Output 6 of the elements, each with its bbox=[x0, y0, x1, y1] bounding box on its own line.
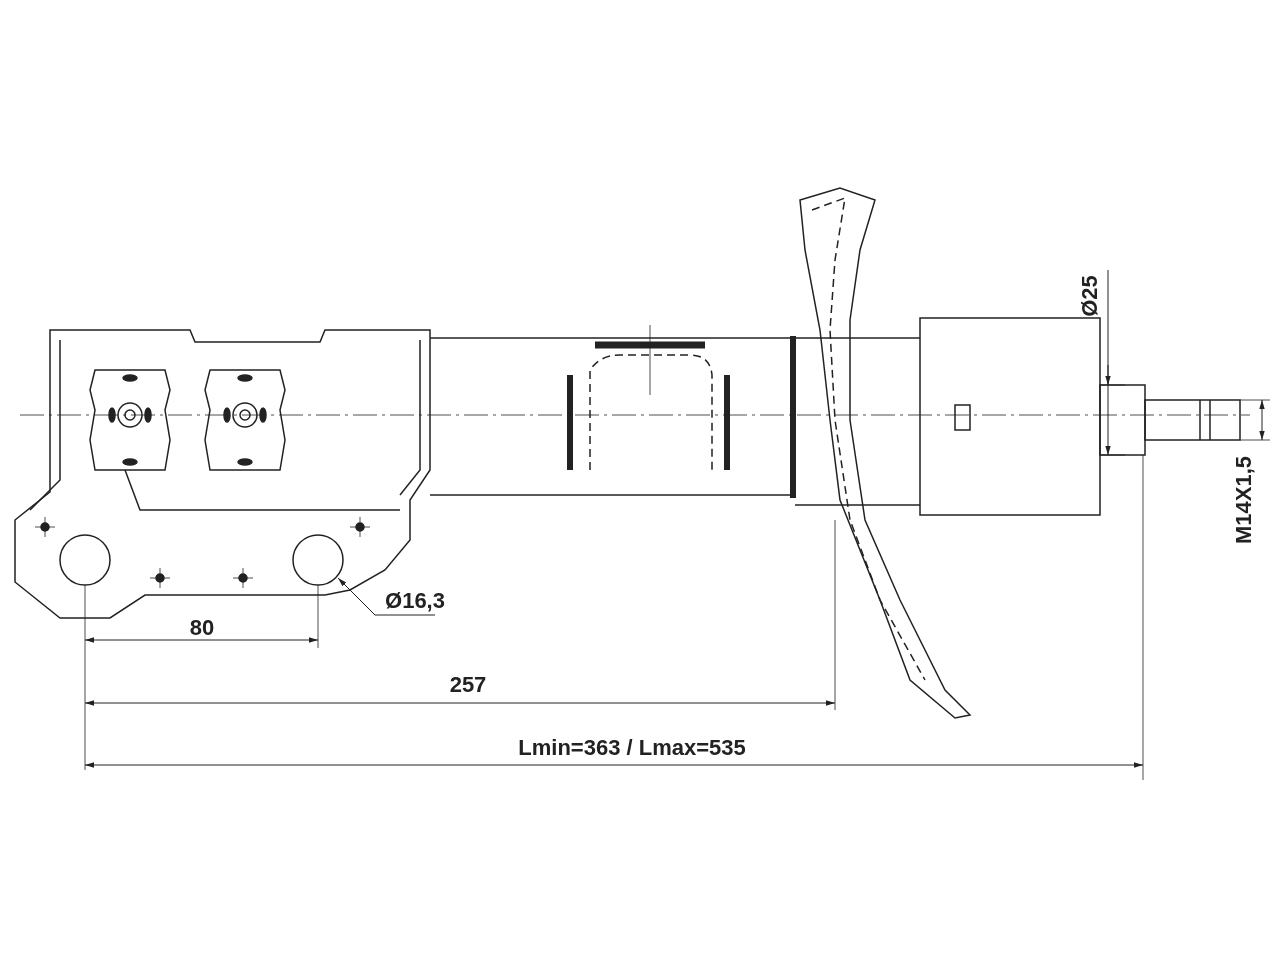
dimension-label: M14X1,5 bbox=[1233, 455, 1255, 545]
dimension-label: 80 bbox=[189, 617, 215, 639]
dimension-label: Ø16,3 bbox=[385, 590, 445, 612]
dimension-label: Ø25 bbox=[1079, 275, 1101, 317]
dimension-label: Lmin=363 / Lmax=535 bbox=[518, 737, 746, 759]
dimension-label: 257 bbox=[449, 674, 487, 696]
